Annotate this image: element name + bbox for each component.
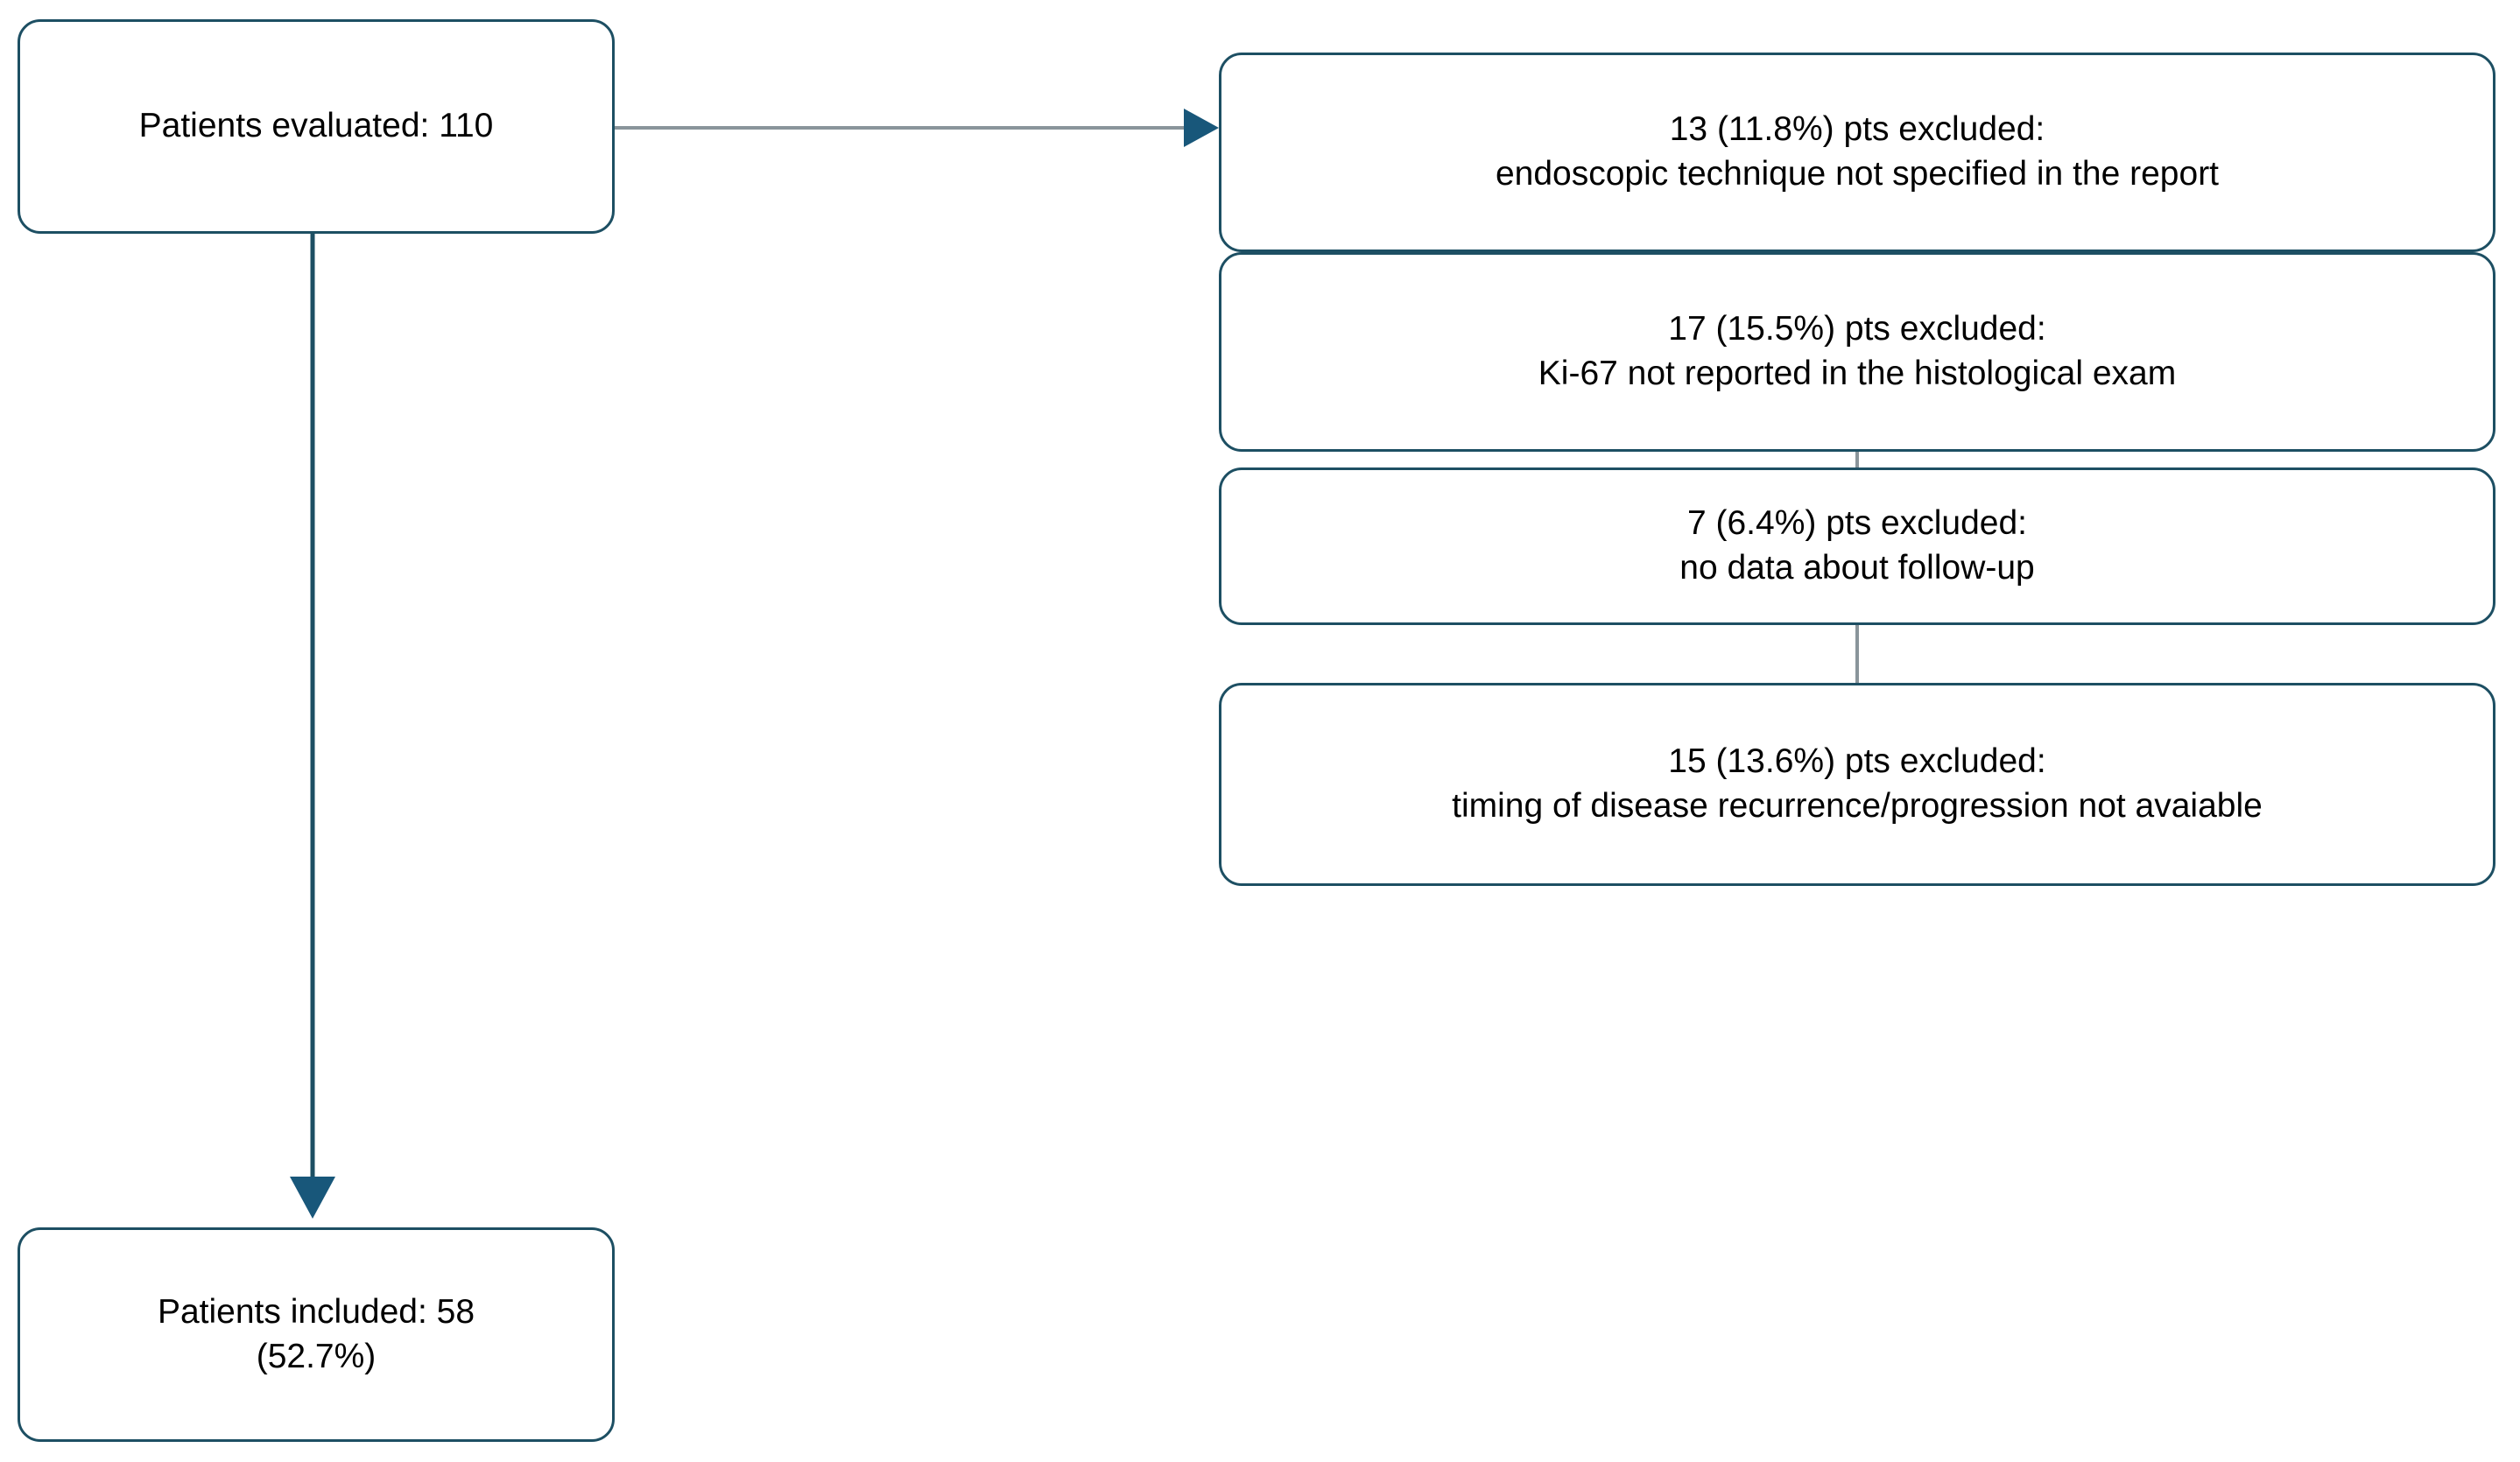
arrowhead-right-icon — [1184, 109, 1219, 147]
node-patients-included: Patients included: 58 (52.7%) — [18, 1227, 615, 1442]
exclusion-1-reason: endoscopic technique not specified in th… — [1495, 155, 2220, 193]
patients-included-percent: (52.7%) — [256, 1337, 377, 1375]
node-exclusion-2: 17 (15.5%) pts excluded: Ki-67 not repor… — [1219, 252, 2495, 452]
exclusion-3-reason: no data about follow-up — [1679, 549, 2035, 587]
node-patients-evaluated: Patients evaluated: 110 — [18, 19, 615, 234]
exclusion-2-headline: 17 (15.5%) pts excluded: — [1668, 310, 2046, 348]
patients-evaluated-label: Patients evaluated: 110 — [138, 107, 494, 145]
exclusion-4-reason: timing of disease recurrence/progression… — [1452, 787, 2263, 825]
exclusion-2-reason: Ki-67 not reported in the histological e… — [1538, 355, 2177, 392]
exclusion-3-headline: 7 (6.4%) pts excluded: — [1686, 504, 2028, 543]
arrowhead-down-icon — [290, 1177, 335, 1219]
node-exclusion-1: 13 (11.8%) pts excluded: endoscopic tech… — [1219, 53, 2495, 252]
node-exclusion-3: 7 (6.4%) pts excluded: no data about fol… — [1219, 467, 2495, 625]
exclusion-1-headline: 13 (11.8%) pts excluded: — [1669, 110, 2045, 149]
exclusion-4-headline: 15 (13.6%) pts excluded: — [1668, 742, 2046, 781]
patients-included-label: Patients included: 58 — [157, 1292, 475, 1331]
node-exclusion-4: 15 (13.6%) pts excluded: timing of disea… — [1219, 683, 2495, 886]
